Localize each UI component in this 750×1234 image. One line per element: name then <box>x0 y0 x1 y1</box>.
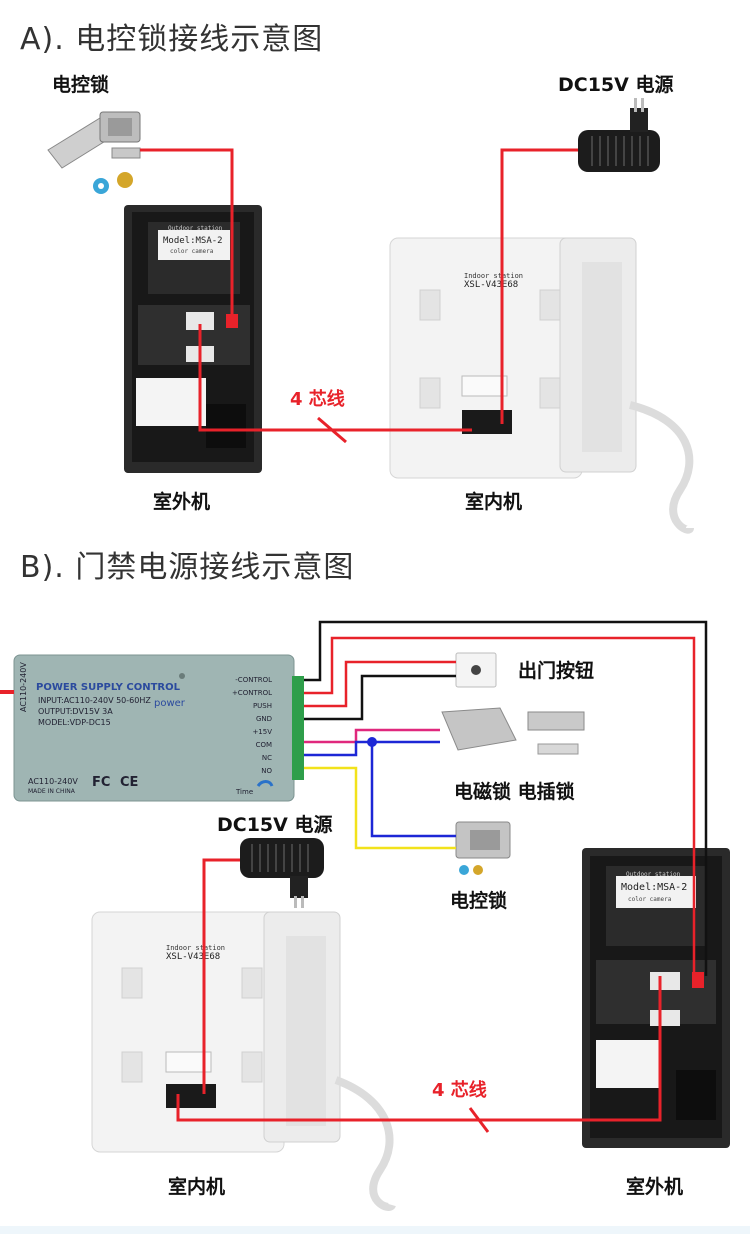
wire-label-b: 4 芯线 <box>432 1080 487 1101</box>
outdoor-station-a <box>124 205 262 473</box>
terminal-label: NO <box>261 767 272 775</box>
power-adapter-image-a <box>578 98 660 172</box>
indoor-label-b: 室内机 <box>168 1176 226 1198</box>
psu-title: POWER SUPPLY CONTROL <box>36 682 181 693</box>
section-a-title: A). 电控锁接线示意图 <box>20 22 324 57</box>
power-label-b: DC15V 电源 <box>217 814 333 836</box>
wires-b <box>176 620 708 1133</box>
psu-fc: FC <box>92 775 110 790</box>
wires-a <box>140 148 578 444</box>
outdoor-label-b: 室外机 <box>626 1176 684 1198</box>
terminal-label: -CONTROL <box>235 676 272 684</box>
indoor-sub1-b: Indoor station <box>166 944 225 952</box>
outdoor-station-b <box>582 848 730 1148</box>
indoor-sub1-a: Indoor station <box>464 272 523 280</box>
power-supply-box <box>0 654 304 802</box>
power-adapter-image-b <box>240 838 324 908</box>
electric-lock-image-a <box>47 111 141 194</box>
indoor-label-a: 室内机 <box>465 491 523 513</box>
power-label-a: DC15V 电源 <box>558 74 674 96</box>
terminal-label: +15V <box>252 728 272 736</box>
terminal-label: GND <box>256 715 272 723</box>
terminal-label: PUSH <box>253 702 272 710</box>
outdoor-model-a: Model:MSA-2 <box>163 236 223 246</box>
terminal-label: +CONTROL <box>232 689 272 697</box>
outdoor-sub1-b: Outdoor station <box>626 871 681 878</box>
section-b-title: B). 门禁电源接线示意图 <box>20 550 355 585</box>
terminal-label: COM <box>256 741 272 749</box>
wire-label-a: 4 芯线 <box>290 389 345 410</box>
electric-lock-image-b <box>455 821 511 875</box>
exit-button-label: 出门按钮 <box>518 660 595 682</box>
bottom-strip <box>0 1226 750 1234</box>
indoor-model-b: XSL-V43E68 <box>166 952 220 962</box>
magnetic-lock-image <box>441 707 585 755</box>
outdoor-sub1-a: Outdoor station <box>168 225 223 232</box>
psu-input: INPUT:AC110-240V 50-60HZ <box>38 696 151 705</box>
outdoor-label-a: 室外机 <box>153 491 211 513</box>
psu-power: power <box>154 698 186 709</box>
maglock-label: 电磁锁 电插锁 <box>454 781 575 803</box>
psu-made: MADE IN CHINA <box>28 788 76 795</box>
outdoor-sub2-b: color camera <box>628 896 672 903</box>
psu-output: OUTPUT:DV15V 3A <box>38 707 113 716</box>
exit-button-image <box>455 652 497 688</box>
psu-side: AC110-240V <box>19 662 28 712</box>
psu-model: MODEL:VDP-DC15 <box>38 718 111 727</box>
outdoor-sub2-a: color camera <box>170 248 214 255</box>
elock-label-b: 电控锁 <box>450 890 508 912</box>
psu-ac: AC110-240V <box>28 777 78 786</box>
wire-junction <box>367 737 377 747</box>
indoor-station-b <box>91 911 396 1211</box>
indoor-model-a: XSL-V43E68 <box>464 280 518 290</box>
psu-terminal-labels: -CONTROL +CONTROL PUSH GND +15V COM NC N… <box>232 676 273 775</box>
lock-label-a: 电控锁 <box>52 74 110 96</box>
psu-ce: CE <box>120 775 138 790</box>
psu-time: Time <box>235 788 253 796</box>
outdoor-model-b: Model:MSA-2 <box>621 882 687 893</box>
terminal-label: NC <box>262 754 272 762</box>
indoor-station-a <box>389 237 694 534</box>
